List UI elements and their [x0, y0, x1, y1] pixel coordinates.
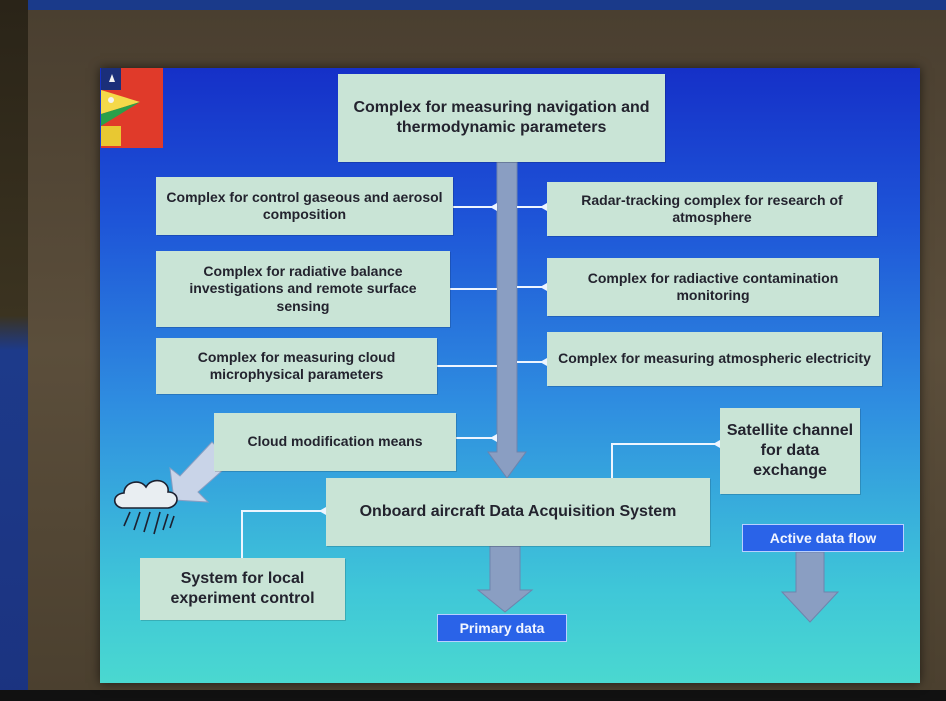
label-active-data-flow: Active data flow	[742, 524, 904, 552]
arrow-central-down	[487, 161, 527, 479]
box-satellite-channel: Satellite channel for data exchange	[720, 408, 860, 494]
box-atmospheric-electricity: Complex for measuring atmospheric electr…	[547, 332, 882, 386]
cloud-rain-icon	[113, 479, 178, 535]
connector-heads	[319, 203, 720, 515]
connector-local	[241, 510, 326, 558]
box-radiative-balance: Complex for radiative balance investigat…	[156, 251, 450, 327]
room-background-left	[0, 0, 28, 701]
box-radar-tracking: Radar-tracking complex for research of a…	[547, 182, 877, 236]
box-data-acquisition-system: Onboard aircraft Data Acquisition System	[326, 478, 710, 546]
arrow-active-data-flow	[780, 551, 840, 623]
box-radioactive-monitoring: Complex for radiactive contamination mon…	[547, 258, 879, 316]
emblem-logo	[101, 68, 163, 148]
box-gaseous-aerosol: Complex for control gaseous and aerosol …	[156, 177, 453, 235]
box-cloud-microphysical: Complex for measuring cloud microphysica…	[156, 338, 437, 394]
room-background-bottom	[0, 690, 946, 701]
label-primary-data: Primary data	[437, 614, 567, 642]
arrow-primary-data	[476, 545, 534, 613]
room-background-top	[0, 0, 946, 10]
box-cloud-modification: Cloud modification means	[214, 413, 456, 471]
box-local-experiment-control: System for local experiment control	[140, 558, 345, 620]
connector-satellite	[611, 443, 720, 478]
box-navigation-thermodynamic: Complex for measuring navigation and the…	[338, 74, 665, 162]
